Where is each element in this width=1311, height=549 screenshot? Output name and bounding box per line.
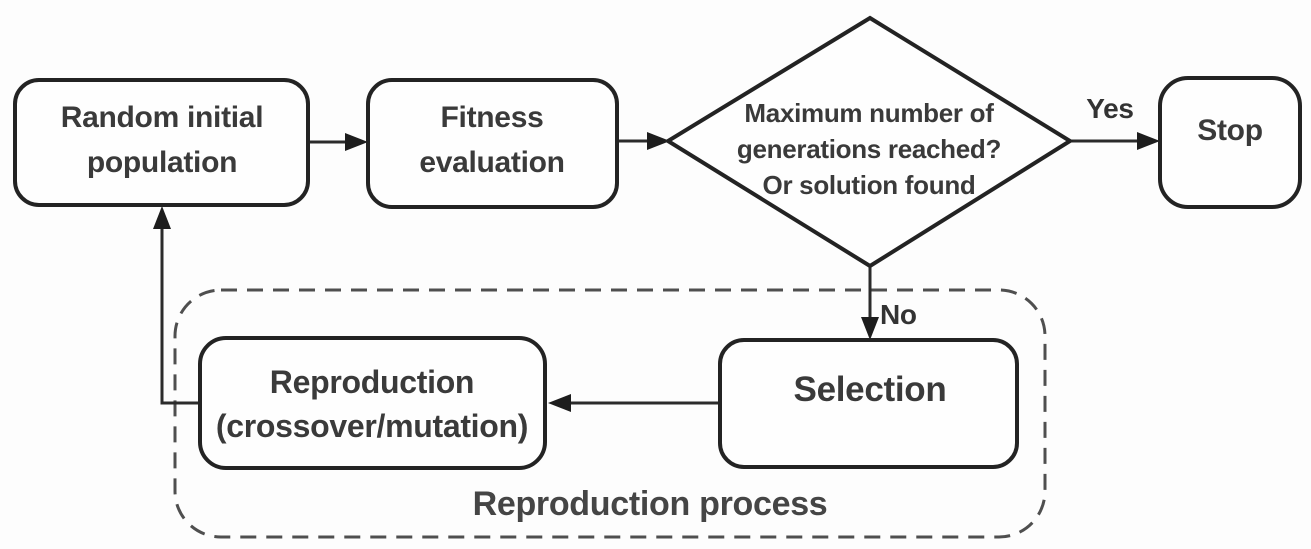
reproduction-label-line1: Reproduction xyxy=(270,364,474,400)
decision-label-line3: Or solution found xyxy=(763,170,976,200)
stop-label: Stop xyxy=(1197,114,1262,147)
decision-label-line1: Maximum number of xyxy=(744,98,994,128)
fitness-evaluation-box xyxy=(366,78,619,209)
arrow-head-right-icon xyxy=(647,132,670,150)
node-selection: Selection xyxy=(718,338,1019,469)
edge-decision-yes-to-stop: Yes xyxy=(1070,93,1160,150)
edge-fitness-to-decision xyxy=(617,132,670,150)
decision-diamond-shape xyxy=(664,15,1074,269)
random-initial-population-label-line1: Random initial xyxy=(61,101,263,134)
edge-reproduction-to-population xyxy=(153,206,200,405)
reproduction-process-outline xyxy=(173,288,1047,539)
edge-decision-no-to-selection: No xyxy=(861,266,917,340)
reproduction-label-line2: (crossover/mutation) xyxy=(216,408,528,444)
reproduction-process-label: Reproduction process xyxy=(473,485,828,523)
group-reproduction-process: Reproduction process xyxy=(173,288,1047,539)
stop-box xyxy=(1158,76,1302,209)
node-reproduction: Reproduction (crossover/mutation) xyxy=(198,336,547,470)
random-initial-population-label-line2: population xyxy=(87,146,237,179)
random-initial-population-box xyxy=(13,78,310,207)
fitness-evaluation-label-line1: Fitness xyxy=(441,101,544,134)
node-stop: Stop xyxy=(1158,76,1302,209)
node-random-initial-population: Random initial population xyxy=(13,78,310,207)
arrow-head-left-icon xyxy=(548,394,571,412)
edge-loop-line xyxy=(160,226,200,405)
no-label: No xyxy=(880,299,917,330)
yes-label: Yes xyxy=(1086,93,1133,124)
arrow-head-down-icon xyxy=(861,317,879,340)
decision-label-line2: generations reached? xyxy=(737,134,1001,164)
arrow-head-right-icon xyxy=(345,133,368,151)
edge-selection-to-reproduction xyxy=(548,394,720,412)
arrow-head-right-icon xyxy=(1137,132,1160,150)
node-decision-diamond: Maximum number of generations reached? O… xyxy=(664,15,1074,269)
selection-label: Selection xyxy=(794,370,947,409)
edge-population-to-fitness xyxy=(308,133,368,151)
reproduction-box xyxy=(198,336,547,470)
arrow-head-up-icon xyxy=(153,206,171,229)
fitness-evaluation-label-line2: evaluation xyxy=(419,146,564,179)
selection-box xyxy=(718,338,1019,469)
node-fitness-evaluation: Fitness evaluation xyxy=(366,78,619,209)
